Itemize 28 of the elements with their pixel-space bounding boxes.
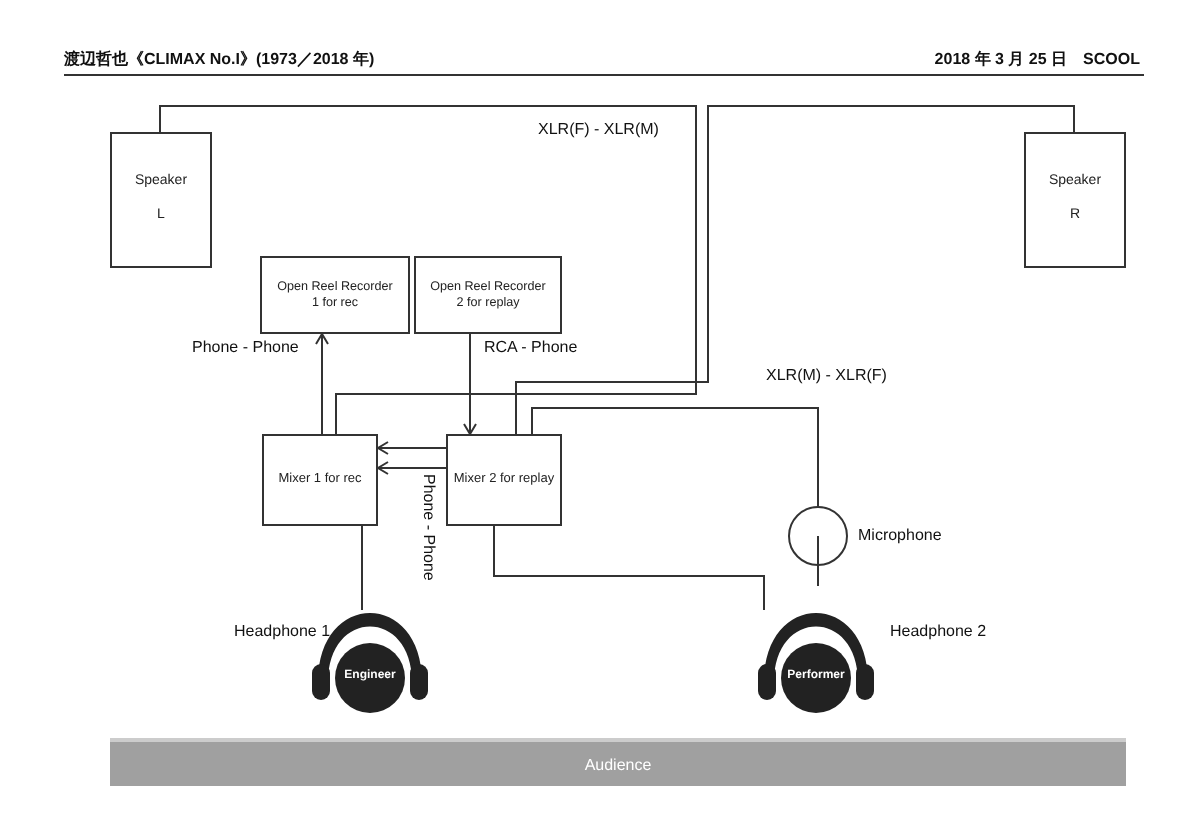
page-title: 渡辺哲也《CLIMAX No.I》(1973／2018 年)	[64, 48, 375, 70]
cable-line	[361, 525, 363, 611]
cable-line	[531, 407, 819, 507]
device-box	[260, 256, 410, 334]
head-with-headphones-icon	[756, 610, 876, 714]
cable-line	[377, 461, 447, 475]
cable-line	[315, 333, 329, 435]
audience-band	[110, 738, 1126, 786]
band-label: Audience	[584, 755, 652, 773]
cable-label: Phone - Phone	[190, 338, 301, 356]
device-box	[446, 434, 562, 526]
device-box	[110, 132, 212, 268]
date-venue-text: 2018 年 3 月 25 日 SCOOL	[934, 48, 1140, 70]
cable-label: RCA - Phone	[482, 338, 580, 356]
cable-label: Phone - Phone	[418, 474, 440, 581]
cable-line	[515, 105, 1075, 435]
device-caption: Headphone 1	[234, 622, 331, 640]
device-caption: Microphone	[858, 526, 942, 544]
cable-line	[159, 105, 697, 435]
device-caption: Headphone 2	[890, 622, 987, 640]
device-box	[262, 434, 378, 526]
cable-label: XLR(F) - XLR(M)	[536, 120, 661, 138]
cable-line	[377, 441, 447, 455]
device-box	[414, 256, 562, 334]
cable-line	[493, 525, 765, 611]
device-box	[1024, 132, 1126, 268]
cable-line	[463, 333, 477, 435]
cable-label: XLR(M) - XLR(F)	[764, 366, 889, 384]
